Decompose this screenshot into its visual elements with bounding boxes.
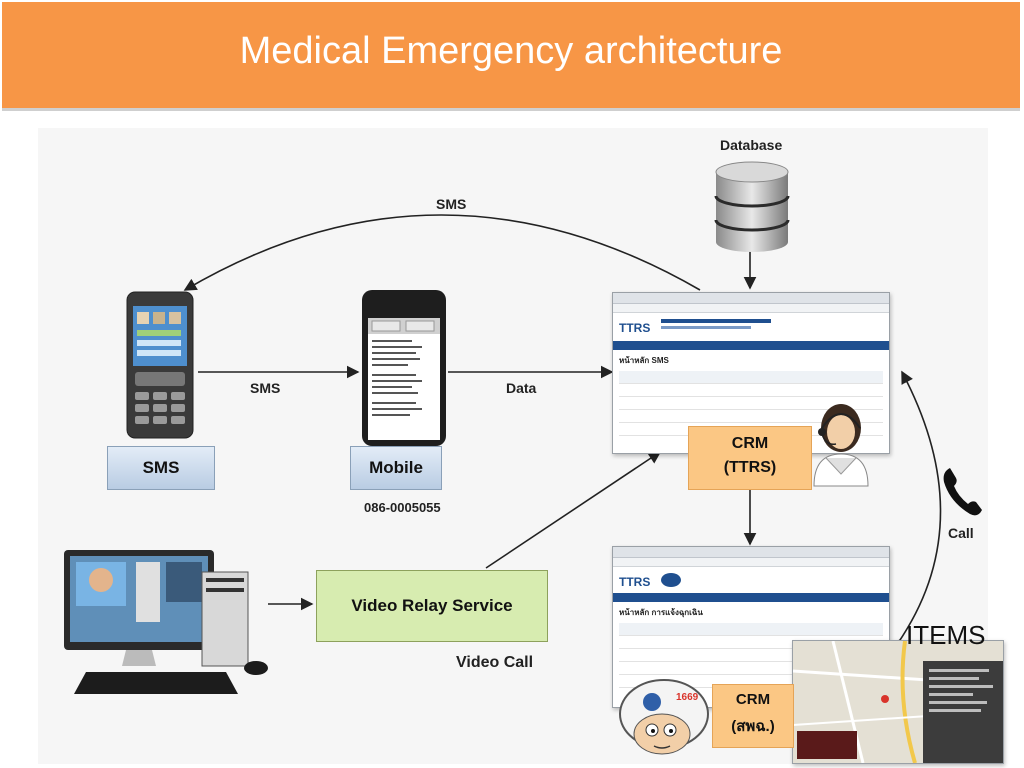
emergency-heading: หน้าหลัก การแจ้งฉุกเฉิน	[619, 608, 703, 617]
svg-text:1669: 1669	[676, 692, 699, 703]
emergency-logo: TTRS	[619, 575, 651, 589]
crm-spc-line1: CRM	[735, 691, 771, 708]
mobile-box-label: Mobile	[369, 458, 423, 477]
sms-mid-label: SMS	[250, 380, 281, 396]
slide-title: Medical Emergency architecture	[239, 30, 783, 72]
ttrs-heading: หน้าหลัก SMS	[619, 356, 669, 365]
crm-spc-line2: (สพฉ.)	[731, 718, 775, 735]
sms-box: SMS	[107, 446, 215, 490]
video-call-label: Video Call	[456, 654, 534, 671]
call-arrow	[888, 370, 942, 653]
title-banner: Medical Emergency architecture	[2, 2, 1020, 111]
map-window	[792, 640, 1004, 764]
sms-top-label: SMS	[436, 196, 467, 212]
call-label: Call	[948, 525, 974, 541]
crm-ttrs-line2: (TTRS)	[723, 459, 777, 476]
phone-number-label: 086-0005055	[364, 500, 441, 515]
database-icon	[714, 161, 790, 252]
crm-ttrs-line1: CRM	[731, 435, 769, 452]
feature-phone-icon	[126, 291, 194, 439]
video-relay-label: Video Relay Service	[351, 596, 513, 615]
sms-top-arrow	[183, 214, 701, 291]
map-icon	[793, 641, 1003, 763]
operator-avatar-icon	[813, 404, 869, 487]
data-label: Data	[506, 380, 537, 396]
sms-box-label: SMS	[142, 458, 180, 477]
desktop-computer-icon	[64, 550, 268, 694]
database-label: Database	[720, 137, 783, 153]
smartphone-icon	[362, 290, 446, 446]
items-label: ITEMS	[906, 620, 986, 650]
crm-spc-box: CRM (สพฉ.)	[712, 684, 794, 748]
video-relay-arrow	[485, 451, 662, 569]
phone-handset-icon	[943, 468, 982, 516]
mobile-box: Mobile	[350, 446, 442, 490]
video-relay-box: Video Relay Service	[316, 570, 548, 642]
ems-mascot-icon: 1669	[619, 679, 709, 755]
crm-ttrs-box: CRM (TTRS)	[688, 426, 812, 490]
ttrs-logo: TTRS	[619, 321, 651, 335]
